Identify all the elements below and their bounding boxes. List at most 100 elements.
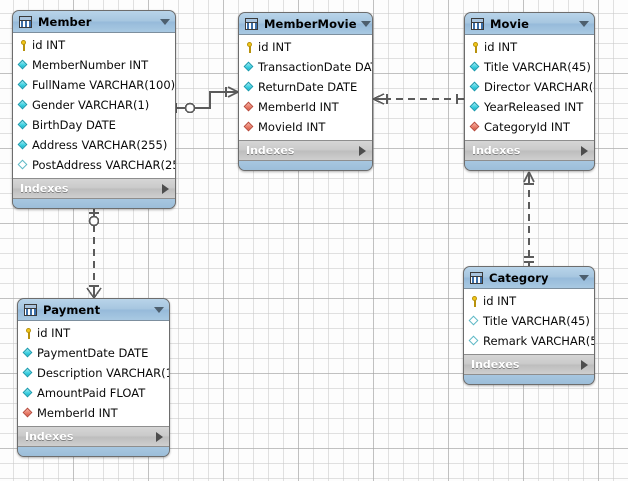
column-icon [244,62,255,73]
column-label: id INT [37,326,71,340]
column-row[interactable]: MemberId INT [18,403,169,423]
primary-key-icon [470,41,481,53]
column-label: MemberId INT [258,100,339,114]
column-row[interactable]: MemberId INT [239,97,372,117]
column-label: Director VARCHAR(45) [484,80,594,94]
table-icon [471,17,484,30]
column-row[interactable]: MovieId INT [239,117,372,137]
primary-key-icon [23,327,34,339]
table-movie[interactable]: Movie id INT Title VARCHAR(45) Director VAR… [464,12,595,171]
table-header-payment[interactable]: Payment [18,299,169,321]
column-row[interactable]: Title VARCHAR(45) [465,57,594,77]
column-row[interactable]: Description VARCHAR(100) [18,363,169,383]
column-row[interactable]: Remark VARCHAR(500) [464,331,594,351]
indexes-section-member[interactable]: Indexes [13,178,175,199]
table-header-membermovie[interactable]: MemberMovie [239,13,372,35]
column-row[interactable]: id INT [239,37,372,57]
chevron-down-icon[interactable] [160,18,170,25]
foreign-key-icon [23,408,34,419]
table-columns-membermovie: id INT TransactionDate DATE ReturnDate DAT… [239,35,372,140]
column-label: Address VARCHAR(255) [32,138,168,152]
column-label: PaymentDate DATE [37,346,149,360]
indexes-section-movie[interactable]: Indexes [465,140,594,161]
table-footer [239,161,372,170]
relationship-movie-category [523,171,535,266]
indexes-label: Indexes [471,358,520,371]
table-icon [24,303,37,316]
column-row[interactable]: id INT [13,35,175,55]
chevron-down-icon[interactable] [360,20,371,27]
chevron-down-icon[interactable] [154,306,164,313]
column-row[interactable]: FullName VARCHAR(100) [13,75,175,95]
column-icon [18,60,29,71]
table-payment[interactable]: Payment id INT PaymentDate DATE Description… [17,298,170,457]
chevron-right-icon[interactable] [156,431,163,442]
column-row[interactable]: ReturnDate DATE [239,77,372,97]
column-label: ReturnDate DATE [258,80,358,94]
indexes-label: Indexes [472,144,521,157]
column-row[interactable]: CategoryId INT [465,117,594,137]
column-icon [23,348,34,359]
table-columns-member: id INT MemberNumber INT FullName VARCHAR(1… [13,33,175,178]
table-membermovie[interactable]: MemberMovie id INT TransactionDate DATE Ret… [238,12,373,171]
column-row[interactable]: Director VARCHAR(45) [465,77,594,97]
column-row[interactable]: AmountPaid FLOAT [18,383,169,403]
column-icon [18,100,29,111]
column-row[interactable]: TransactionDate DATE [239,57,372,77]
column-row[interactable]: BirthDay DATE [13,115,175,135]
column-row[interactable]: Gender VARCHAR(1) [13,95,175,115]
table-header-member[interactable]: Member [13,11,175,33]
column-label: PostAddress VARCHAR(255) [32,158,176,172]
column-label: Remark VARCHAR(500) [483,334,594,348]
indexes-section-category[interactable]: Indexes [464,354,594,375]
column-row[interactable]: id INT [465,37,594,57]
table-header-movie[interactable]: Movie [465,13,594,35]
column-label: AmountPaid FLOAT [37,386,146,400]
table-footer [464,375,594,384]
chevron-down-icon[interactable] [579,274,589,281]
column-row[interactable]: id INT [464,291,594,311]
column-nullable-icon [469,336,480,347]
column-label: MovieId INT [258,120,326,134]
indexes-section-membermovie[interactable]: Indexes [239,140,372,161]
chevron-right-icon[interactable] [581,145,588,156]
column-label: id INT [484,40,518,54]
column-row[interactable]: MemberNumber INT [13,55,175,75]
column-label: MemberNumber INT [32,58,149,72]
indexes-section-payment[interactable]: Indexes [18,426,169,447]
column-icon [23,368,34,379]
column-label: id INT [483,294,517,308]
table-footer [465,161,594,170]
indexes-label: Indexes [25,430,74,443]
column-label: CategoryId INT [484,120,570,134]
column-label: id INT [258,40,292,54]
table-header-category[interactable]: Category [464,267,594,289]
column-icon [244,82,255,93]
chevron-right-icon[interactable] [581,359,588,370]
column-row[interactable]: PostAddress VARCHAR(255) [13,155,175,175]
column-icon [18,80,29,91]
column-row[interactable]: id INT [18,323,169,343]
table-footer [13,199,175,208]
column-row[interactable]: PaymentDate DATE [18,343,169,363]
foreign-key-icon [244,122,255,133]
column-row[interactable]: YearReleased INT [465,97,594,117]
chevron-right-icon[interactable] [359,145,366,156]
column-row[interactable]: Address VARCHAR(255) [13,135,175,155]
column-label: Title VARCHAR(45) [484,60,591,74]
column-row[interactable]: Title VARCHAR(45) [464,311,594,331]
indexes-label: Indexes [246,144,295,157]
primary-key-icon [18,39,29,51]
column-icon [470,102,481,113]
column-icon [23,388,34,399]
chevron-right-icon[interactable] [162,183,169,194]
table-category[interactable]: Category id INT Title VARCHAR(45) Remark VA… [463,266,595,385]
column-label: YearReleased INT [484,100,584,114]
column-icon [470,82,481,93]
chevron-down-icon[interactable] [579,20,589,27]
relationship-member-payment [86,208,102,299]
table-name: Payment [43,302,101,317]
foreign-key-icon [244,102,255,113]
